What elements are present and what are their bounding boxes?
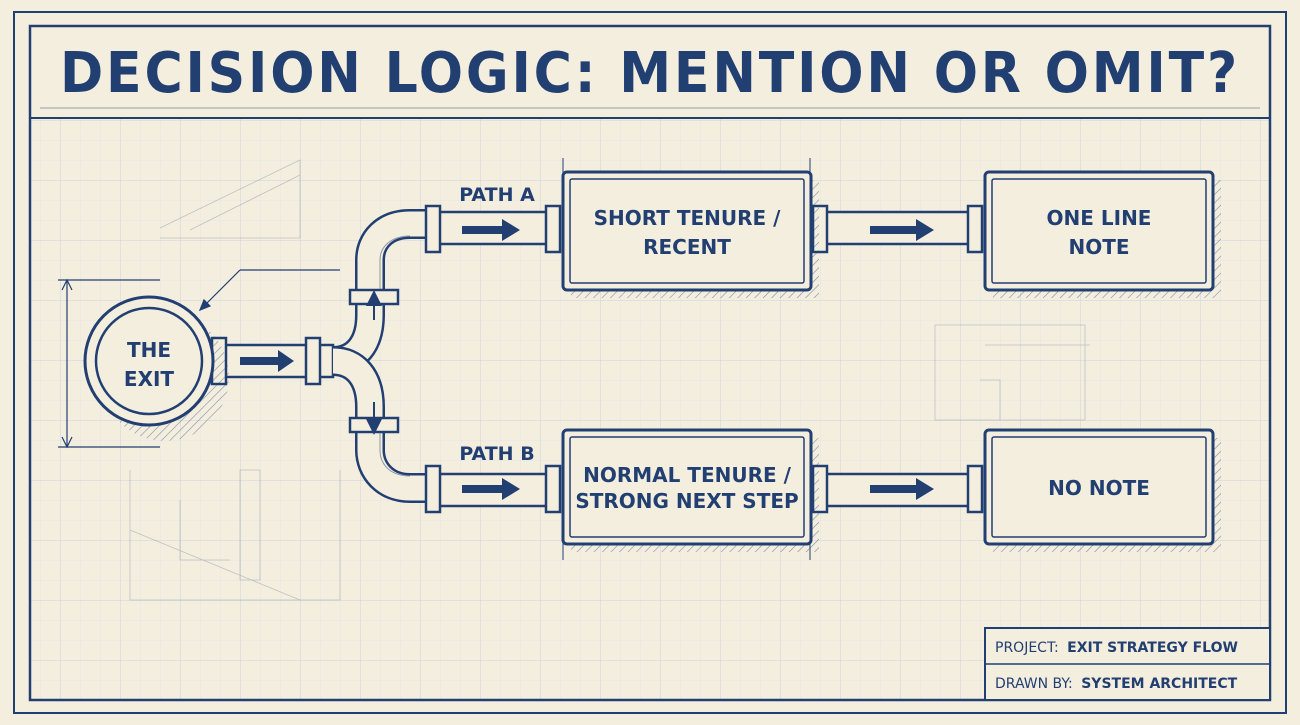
project-label: PROJECT: bbox=[995, 640, 1059, 656]
start-node: THE EXIT bbox=[83, 295, 229, 441]
path-b-label: PATH B bbox=[459, 443, 534, 465]
start-node-line1: THE bbox=[127, 338, 171, 362]
path-b-outcome: NO NOTE bbox=[1048, 476, 1150, 500]
outer-frame bbox=[13, 11, 1287, 714]
condition-box-path-a: SHORT TENURE / RECENT bbox=[561, 158, 819, 298]
drawn-by-label: DRAWN BY: bbox=[995, 676, 1073, 692]
page-title: DECISION LOGIC: MENTION OR OMIT? bbox=[60, 41, 1240, 106]
path-b-condition-line2: STRONG NEXT STEP bbox=[575, 489, 798, 513]
arrow-path-b-in bbox=[462, 478, 520, 500]
arrow-path-a-out bbox=[870, 219, 934, 241]
arrow-path-a-in bbox=[462, 219, 520, 241]
path-a-outcome-line1: ONE LINE bbox=[1047, 206, 1152, 230]
dimension-marker bbox=[58, 278, 160, 449]
path-a-condition-line1: SHORT TENURE / bbox=[594, 206, 782, 230]
outcome-box-path-a: ONE LINE NOTE bbox=[983, 170, 1221, 298]
condition-box-path-b: NORMAL TENURE / STRONG NEXT STEP bbox=[561, 428, 819, 560]
leader-line bbox=[198, 269, 340, 312]
pipe-network bbox=[210, 204, 984, 514]
title-block-project-line: PROJECT: EXIT STRATEGY FLOW bbox=[995, 640, 1238, 656]
start-node-line2: EXIT bbox=[124, 367, 175, 391]
path-a-label: PATH A bbox=[459, 184, 535, 206]
path-a-outcome-line2: NOTE bbox=[1068, 235, 1129, 259]
title-block-drawn-line: DRAWN BY: SYSTEM ARCHITECT bbox=[995, 676, 1238, 692]
inner-frame bbox=[28, 24, 1272, 702]
arrow-exit-to-branch bbox=[240, 350, 294, 372]
sketch-lines bbox=[129, 159, 1090, 601]
title-block: PROJECT: EXIT STRATEGY FLOW DRAWN BY: SY… bbox=[984, 627, 1271, 701]
drawn-by-value: SYSTEM ARCHITECT bbox=[1081, 676, 1237, 692]
outcome-box-path-b: NO NOTE bbox=[983, 428, 1221, 552]
path-b-condition-line1: NORMAL TENURE / bbox=[583, 463, 792, 487]
arrow-path-b-out bbox=[870, 478, 934, 500]
project-value: EXIT STRATEGY FLOW bbox=[1067, 640, 1238, 656]
path-a-condition-line2: RECENT bbox=[643, 235, 731, 259]
flow-arrows bbox=[240, 219, 934, 500]
